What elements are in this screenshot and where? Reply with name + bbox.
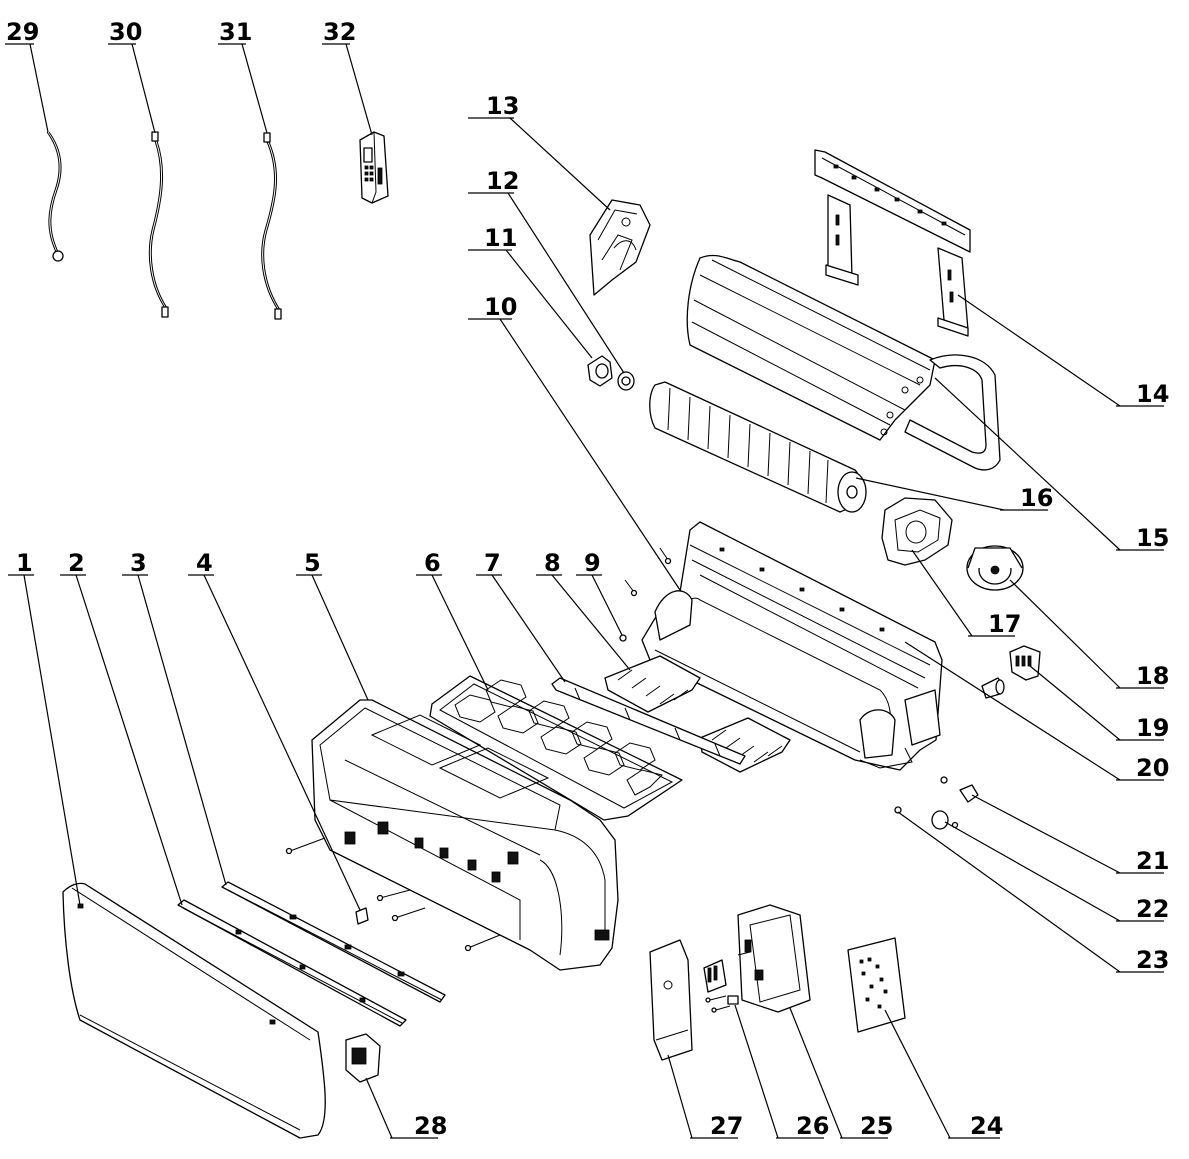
part-6-drawing <box>429 675 683 821</box>
label-part-2: 2 <box>68 549 85 577</box>
label-part-10: 10 <box>484 293 517 321</box>
label-part-6: 6 <box>424 549 441 577</box>
label-part-15: 15 <box>1136 524 1169 552</box>
label-part-8: 8 <box>544 549 561 577</box>
label-part-20: 20 <box>1136 754 1169 782</box>
label-part-17: 17 <box>988 610 1021 638</box>
part-14-drawing <box>814 149 971 337</box>
label-part-28: 28 <box>414 1112 447 1140</box>
part-10-drawing <box>641 521 943 771</box>
part-7-drawing <box>551 677 746 765</box>
label-part-22: 22 <box>1136 895 1169 923</box>
label-part-26: 26 <box>796 1112 829 1140</box>
label-part-21: 21 <box>1136 847 1169 875</box>
part-8-drawing <box>604 655 791 773</box>
part-18-drawing <box>966 545 1024 591</box>
leader-lines <box>5 43 1164 1139</box>
part-24-drawing <box>847 937 906 1033</box>
label-part-24: 24 <box>970 1112 1003 1140</box>
label-part-1: 1 <box>16 549 33 577</box>
label-part-30: 30 <box>109 18 142 46</box>
part-28-drawing <box>345 1033 381 1083</box>
part-16-drawing <box>649 381 867 513</box>
part-23-drawing <box>894 806 902 814</box>
part-17-drawing <box>881 497 953 566</box>
label-part-18: 18 <box>1136 662 1169 690</box>
label-part-29: 29 <box>6 18 39 46</box>
part-labels: 29 30 31 32 13 12 11 10 14 16 15 17 18 1… <box>6 18 1169 1140</box>
label-part-19: 19 <box>1136 714 1169 742</box>
screws-front-drawing <box>285 837 501 952</box>
part-13-drawing <box>589 199 651 296</box>
part-31-drawing <box>261 132 282 320</box>
part-15-drawing <box>686 254 1001 471</box>
label-part-14: 14 <box>1136 380 1169 408</box>
part-12-drawing <box>617 371 635 391</box>
part-4-drawing <box>355 907 369 925</box>
label-part-9: 9 <box>584 549 601 577</box>
label-part-31: 31 <box>219 18 252 46</box>
label-part-11: 11 <box>484 224 517 252</box>
part-25-drawing <box>737 904 811 1013</box>
label-part-4: 4 <box>196 549 213 577</box>
label-part-27: 27 <box>710 1112 743 1140</box>
part-19-drawing <box>1009 645 1041 681</box>
label-part-16: 16 <box>1020 484 1053 512</box>
label-part-13: 13 <box>486 92 519 120</box>
part-21-drawing <box>940 776 979 803</box>
part-30-drawing <box>148 131 169 318</box>
part-32-drawing <box>359 131 389 204</box>
part-1-drawing <box>62 882 326 1139</box>
part-26-drawing <box>703 959 739 1013</box>
label-part-7: 7 <box>484 549 501 577</box>
label-part-3: 3 <box>130 549 147 577</box>
part-27-drawing <box>649 939 693 1061</box>
part-29-drawing <box>46 131 64 262</box>
label-part-5: 5 <box>304 549 321 577</box>
part-9-drawing <box>619 634 627 642</box>
screws-top-drawing <box>624 547 672 597</box>
part-20-drawing <box>981 677 1005 699</box>
label-part-32: 32 <box>323 18 356 46</box>
part-2-drawing <box>177 899 407 1027</box>
label-part-12: 12 <box>486 167 519 195</box>
label-part-25: 25 <box>860 1112 893 1140</box>
part-11-drawing <box>587 355 613 387</box>
label-part-23: 23 <box>1136 946 1169 974</box>
part-5-drawing <box>311 699 619 971</box>
